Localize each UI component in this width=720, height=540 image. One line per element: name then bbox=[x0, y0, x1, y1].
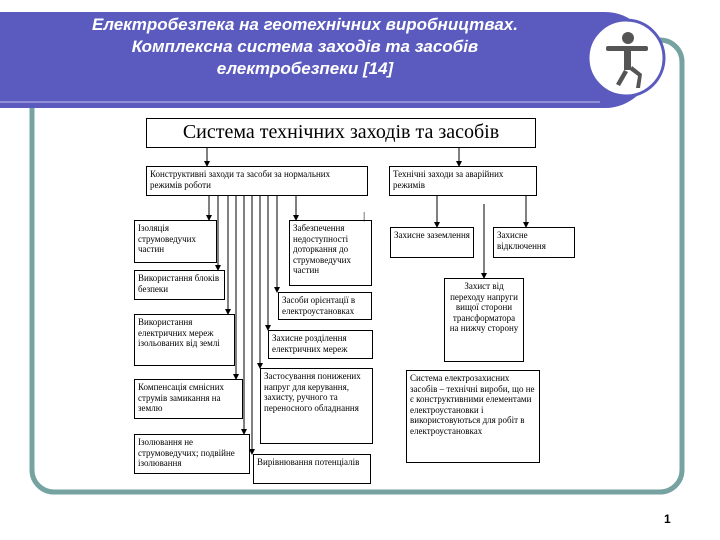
electroprotective-means-box: Система електрозахисних засобів – техніч… bbox=[406, 370, 540, 463]
compensation-box: Компенсація ємнісних струмів замикання н… bbox=[134, 379, 243, 419]
inaccessibility-box: Забезпечення недоступності доторкання до… bbox=[289, 220, 372, 286]
protective-disconnection-box: Захисне відключення bbox=[493, 227, 575, 258]
stick-figure-icon bbox=[606, 32, 648, 88]
page-number: 1 bbox=[664, 512, 671, 526]
voltage-transition-protection-box: Захист від переходу напруги вищої сторон… bbox=[444, 278, 524, 362]
slide-title-line-1: Електробезпека на геотехнічних виробницт… bbox=[92, 15, 518, 34]
orientation-box: Засоби орієнтації в електроустановках bbox=[278, 292, 372, 320]
equalization-box: Вирівнювання потенціалів bbox=[253, 454, 371, 484]
safety-blocks-box: Використання блоків безпеки bbox=[134, 270, 225, 300]
diagram-root-box: Система технічних заходів та засобів bbox=[146, 118, 536, 148]
slide-title-line-2: Комплексна система заходів та засобів bbox=[131, 37, 479, 56]
low-voltage-box: Застосування понижених напруг для керува… bbox=[260, 368, 373, 444]
slide-title-line-3: електробезпеки [14] bbox=[216, 59, 394, 78]
stray-mark: | bbox=[363, 210, 366, 222]
separation-box: Захисне розділення електричних мереж bbox=[268, 330, 373, 359]
isolation-box: Ізоляція струмоведучих частин bbox=[134, 220, 217, 263]
isolated-networks-box: Використання електричних мереж ізольован… bbox=[134, 314, 235, 366]
double-insulation-box: Ізолювання не струмоведучих; подвійне із… bbox=[134, 434, 250, 474]
protective-grounding-box: Захисне заземлення bbox=[390, 227, 474, 258]
emergency-mode-measures-box: Технічні заходи за аварійних режимів bbox=[389, 166, 537, 196]
normal-mode-measures-box: Конструктивні заходи та засоби за нормал… bbox=[146, 166, 368, 196]
